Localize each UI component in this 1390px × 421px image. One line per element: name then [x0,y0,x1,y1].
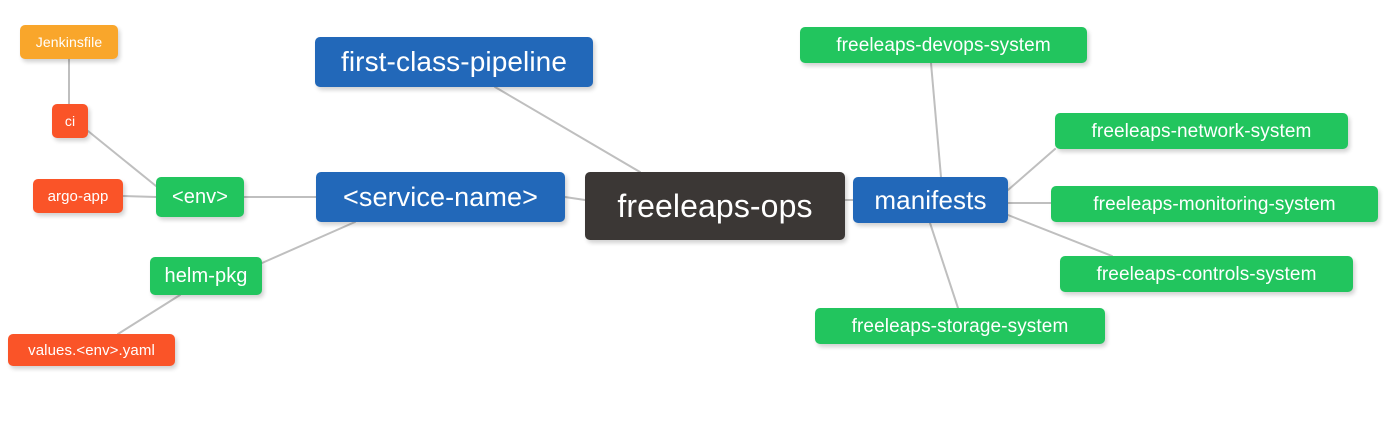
mindmap-node-label: freeleaps-devops-system [836,34,1051,56]
mindmap-edge [564,196,586,201]
mindmap-node-ci[interactable]: ci [52,104,88,138]
mindmap-edge [929,222,959,309]
mindmap-node-label: first-class-pipeline [340,46,568,77]
mindmap-node-label: freeleaps-controls-system [1096,263,1317,285]
mindmap-edge [1007,148,1056,191]
mindmap-node-label: manifests [874,185,987,215]
mindmap-node-helm-pkg[interactable]: helm-pkg [150,257,262,295]
mindmap-node-freeleaps-monitoring-system[interactable]: freeleaps-monitoring-system [1051,186,1378,222]
mindmap-node-label: values.<env>.yaml [28,341,155,359]
mindmap-node-freeleaps-network-system[interactable]: freeleaps-network-system [1055,113,1348,149]
mindmap-node-label: helm-pkg [164,265,248,287]
mindmap-node-label: Jenkinsfile [35,34,103,50]
mindmap-node-label: freeleaps-monitoring-system [1093,193,1336,215]
mindmap-node-label: freeleaps-ops [617,188,813,224]
mindmap-node-freeleaps-ops[interactable]: freeleaps-ops [585,172,845,240]
mindmap-node-argo-app[interactable]: argo-app [33,179,123,213]
mindmap-node-label: <env> [171,186,229,208]
mindmap-node-first-class-pipeline[interactable]: first-class-pipeline [315,37,593,87]
mindmap-edge [494,86,641,173]
mindmap-node-label: freeleaps-storage-system [851,315,1069,337]
mindmap-node-service-name[interactable]: <service-name> [316,172,565,222]
mindmap-edge [122,195,157,198]
mindmap-node-values-yaml[interactable]: values.<env>.yaml [8,334,175,366]
mindmap-edge [261,221,356,264]
mindmap-node-freeleaps-devops-system[interactable]: freeleaps-devops-system [800,27,1087,63]
mindmap-node-manifests[interactable]: manifests [853,177,1008,223]
mindmap-node-label: freeleaps-network-system [1091,120,1312,142]
mindmap-node-freeleaps-controls-system[interactable]: freeleaps-controls-system [1060,256,1353,292]
mindmap-edge [930,62,942,178]
mindmap-node-label: ci [64,113,76,129]
mindmap-node-jenkinsfile[interactable]: Jenkinsfile [20,25,118,59]
mindmap-node-freeleaps-storage-system[interactable]: freeleaps-storage-system [815,308,1105,344]
mindmap-node-env[interactable]: <env> [156,177,244,217]
mindmap-node-label: argo-app [47,187,109,205]
mindmap-edge [87,130,157,187]
mindmap-node-label: <service-name> [343,181,538,212]
mindmap-edge [117,294,181,335]
